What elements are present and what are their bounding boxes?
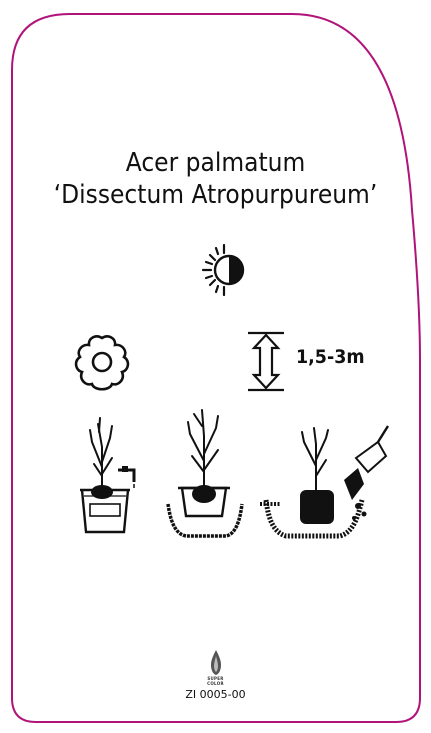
supercolor-logo-icon [211,650,221,675]
flower-icon [74,335,130,391]
logo-word-color: COLOR [207,681,224,686]
plant-name-line1: Acer palmatum [125,148,306,178]
product-code: ZI 0005-00 [185,688,246,701]
plant-name-line2: ‘Dissectum Atropurpureum’ [53,180,378,210]
sun-half-shade-icon [201,243,245,297]
height-label: 1,5-3m [296,346,365,368]
plant-pit-icon [166,409,244,538]
logo-word-super: SUPER [207,676,224,681]
plant-bucket-water-icon [80,417,136,534]
height-arrow-icon [248,331,284,392]
plant-soil-fill-icon [260,425,390,539]
